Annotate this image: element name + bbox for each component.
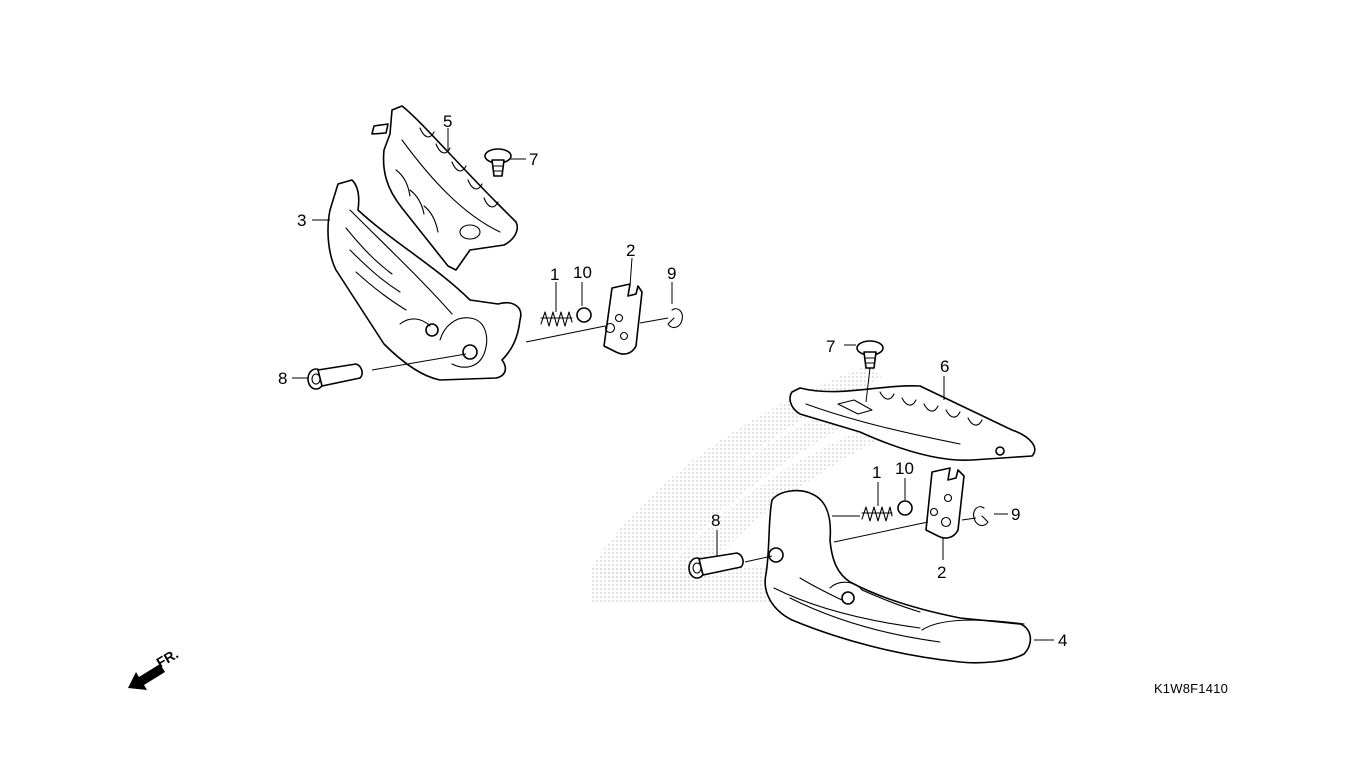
plate-2-lower [925, 467, 965, 539]
callout-9-upper: 9 [667, 264, 676, 283]
front-arrow-icon [128, 664, 165, 690]
callout-7-upper: 7 [529, 150, 538, 169]
callout-5-upper: 5 [443, 112, 452, 131]
callout-2-upper: 2 [626, 241, 635, 260]
spring-1-lower [861, 506, 893, 522]
callout-1-lower: 1 [872, 463, 881, 482]
spring-1-upper [540, 311, 573, 327]
lower-right-assembly: 7 6 1 10 9 8 2 4 [688, 337, 1067, 664]
screw-7-lower [856, 340, 884, 369]
callout-3: 3 [297, 211, 306, 230]
footpeg-rubber-5 [371, 105, 519, 271]
front-direction-indicator: FR. [128, 645, 181, 690]
pin-8-lower [688, 552, 744, 579]
callout-6: 6 [940, 357, 949, 376]
callout-8-upper: 8 [278, 369, 287, 388]
footpeg-3 [327, 179, 522, 381]
upper-left-assembly: 5 7 3 1 10 2 9 8 [278, 105, 683, 390]
callout-1-upper: 1 [550, 265, 559, 284]
washer-10-upper [576, 307, 592, 323]
callout-7-lower: 7 [826, 337, 835, 356]
clip-9-lower [973, 506, 989, 527]
footpeg-rubber-6 [789, 385, 1036, 462]
screw-7-upper [484, 148, 512, 177]
callout-10-upper: 10 [573, 263, 592, 282]
watermark-logo [590, 365, 898, 604]
plate-2-upper [603, 283, 643, 355]
clip-9-upper [667, 308, 683, 329]
callout-9-lower: 9 [1011, 505, 1020, 524]
pin-8-upper [307, 363, 363, 390]
callout-4: 4 [1058, 631, 1067, 650]
washer-10-lower [897, 500, 913, 516]
callout-2-lower: 2 [937, 563, 946, 582]
callout-10-lower: 10 [895, 459, 914, 478]
footpeg-4 [764, 489, 1032, 664]
diagram-code: K1W8F1410 [1153, 681, 1228, 696]
callout-8-lower: 8 [711, 511, 720, 530]
